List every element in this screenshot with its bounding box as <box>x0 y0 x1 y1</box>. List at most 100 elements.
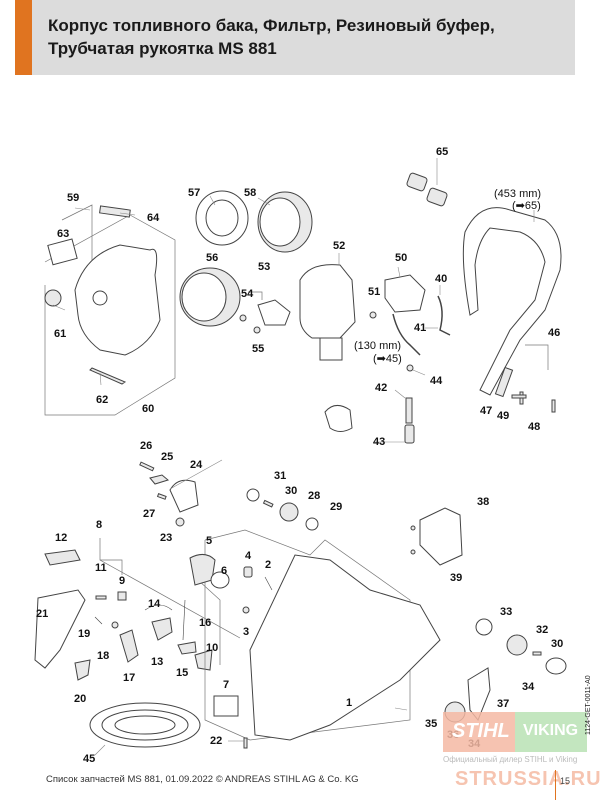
screw-39a <box>410 525 416 531</box>
label-63 <box>47 238 78 266</box>
shroud-cover <box>74 244 161 356</box>
header-accent <box>15 0 32 75</box>
carb-housing-group <box>239 264 356 361</box>
hose-length-note: (130 mm) <box>354 340 401 352</box>
lockout-20 <box>74 659 91 681</box>
handle-group <box>406 172 562 413</box>
tank-housing-1 <box>249 554 441 741</box>
hose-ref-note: (➡45) <box>373 353 402 365</box>
filter-56-face <box>181 272 227 322</box>
leader-line <box>99 372 102 386</box>
title-line-1: Корпус топливного бака, Фильтр, Резиновы… <box>48 16 495 35</box>
label-47: 47 <box>480 405 492 417</box>
hose-130 <box>392 313 421 356</box>
label-50: 50 <box>395 252 407 264</box>
label-23: 23 <box>160 532 172 544</box>
leader-line <box>74 207 91 211</box>
label-31: 31 <box>274 470 286 482</box>
cap-34 <box>545 657 567 675</box>
screw-26 <box>139 461 155 472</box>
stihl-watermark-block <box>443 712 515 752</box>
buffer-28 <box>279 502 299 522</box>
part-13 <box>151 617 173 641</box>
label-54: 54 <box>241 288 254 300</box>
bracket-53 <box>257 299 291 326</box>
label-32: 32 <box>536 624 548 636</box>
shroud-group <box>44 204 176 416</box>
tank-group <box>189 529 441 749</box>
carburetor-50 <box>384 274 426 313</box>
label-65: 65 <box>436 146 448 158</box>
fitting-44 <box>406 364 414 372</box>
label-51: 51 <box>368 286 380 298</box>
label-2: 2 <box>265 559 271 571</box>
label-3: 3 <box>243 626 249 638</box>
carburetor-group <box>324 274 451 444</box>
shroud-hole <box>92 290 108 306</box>
label-7: 7 <box>223 679 229 691</box>
label-44: 44 <box>430 375 443 387</box>
label-61: 61 <box>54 328 66 340</box>
leader-line <box>394 389 406 399</box>
page-title: Корпус топливного бака, Фильтр, Резиновы… <box>48 14 495 60</box>
throttle-group <box>34 538 241 681</box>
label-46: 46 <box>548 327 560 339</box>
clamp-47 <box>494 366 514 398</box>
label-22: 22 <box>210 735 222 747</box>
wire-14 <box>144 604 173 611</box>
bracket-line-46 <box>525 344 549 370</box>
label-13: 13 <box>151 656 163 668</box>
label-29: 29 <box>330 501 342 513</box>
label-10: 10 <box>206 642 218 654</box>
stihl-logo: STIHL <box>452 720 510 742</box>
dealer-text: Официальный дилер STIHL и Viking <box>443 755 578 764</box>
buffer-32 <box>506 634 528 656</box>
label-43: 43 <box>373 436 385 448</box>
screw-30 <box>262 499 274 508</box>
leader-line <box>397 266 401 278</box>
part-15 <box>177 641 197 655</box>
sleeve-65a <box>406 172 428 192</box>
screw-48b <box>551 399 556 413</box>
label-38: 38 <box>477 496 489 508</box>
label-25: 25 <box>161 451 173 463</box>
label-62: 62 <box>96 394 108 406</box>
clip-25 <box>149 474 170 485</box>
screw-49 <box>511 394 527 399</box>
bracket-line-9 <box>100 559 123 575</box>
oring-6 <box>210 571 230 589</box>
plug-23 <box>175 517 185 527</box>
decal-64 <box>99 205 131 218</box>
tubular-handle-46 <box>462 207 562 396</box>
label-60: 60 <box>142 403 154 415</box>
title-line-2: Трубчатая рукоятка MS 881 <box>48 39 277 58</box>
trigger-17 <box>119 629 139 663</box>
label-33: 33 <box>500 606 512 618</box>
header-bar <box>15 0 575 75</box>
leader-line <box>257 197 271 206</box>
part-9 <box>117 591 127 601</box>
label-19: 19 <box>78 628 90 640</box>
hose-coil-45 <box>89 702 201 748</box>
nut-61 <box>44 289 62 307</box>
coil-inner <box>114 715 176 735</box>
label-58: 58 <box>244 187 256 199</box>
rod-16 <box>182 599 186 641</box>
handle-ref-note: (➡65) <box>512 200 541 212</box>
spring-2 <box>264 576 273 591</box>
cap-31 <box>246 488 260 502</box>
flange-38 <box>419 507 463 566</box>
nut-55 <box>253 326 261 334</box>
label-56: 56 <box>206 252 218 264</box>
washer-33 <box>475 618 493 636</box>
screw-22 <box>243 737 248 749</box>
nut-51 <box>369 311 377 319</box>
mount-group <box>139 461 319 531</box>
leader-line <box>412 369 426 376</box>
hose-41 <box>437 295 451 336</box>
handle-length-note: (453 mm) <box>494 188 541 200</box>
page-number: 15 <box>560 776 571 786</box>
label-11: 11 <box>95 562 107 574</box>
label-16: 16 <box>199 617 211 629</box>
